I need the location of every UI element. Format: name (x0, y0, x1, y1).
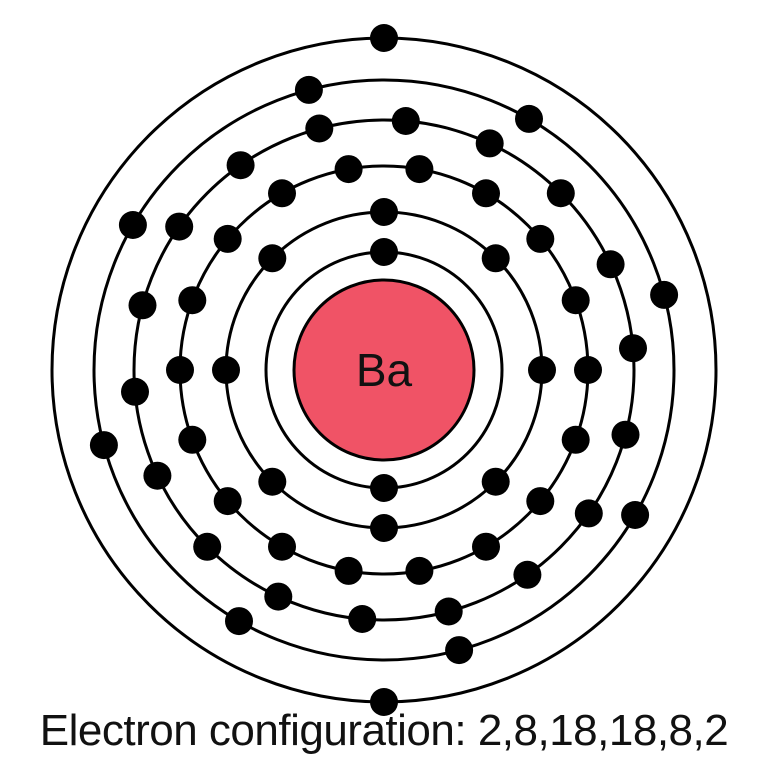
electron (334, 155, 363, 184)
electron (118, 211, 147, 239)
electron (405, 155, 434, 184)
electron-configuration-caption: Electron configuration: 2,8,18,18,8,2 (39, 706, 729, 755)
electron (268, 179, 296, 208)
element-symbol: Ba (356, 344, 413, 396)
electron (178, 286, 207, 315)
electron (370, 198, 398, 226)
electron (178, 425, 207, 454)
electron (561, 425, 590, 454)
electron (526, 487, 555, 516)
electron (650, 280, 679, 309)
electron (513, 560, 542, 589)
electron (619, 334, 647, 363)
electron (225, 607, 253, 636)
electron (596, 250, 625, 279)
electron (405, 556, 434, 585)
electron (348, 605, 377, 633)
electron (611, 420, 640, 449)
electron (526, 224, 555, 253)
orbit-shell-5 (92, 78, 676, 662)
electron (143, 461, 172, 490)
orbit-shell-4 (132, 118, 636, 622)
electron (294, 75, 323, 104)
electron (475, 129, 504, 158)
electron (391, 107, 420, 135)
electron (258, 467, 287, 496)
electron (213, 224, 242, 253)
electron (574, 499, 603, 528)
electron (128, 291, 157, 320)
electron (370, 514, 398, 542)
electron (212, 356, 240, 384)
electron (268, 532, 296, 561)
electron (528, 356, 556, 384)
electron (370, 238, 398, 266)
electron (334, 556, 363, 585)
electron (561, 286, 590, 315)
electron (472, 179, 500, 208)
electron (165, 212, 194, 241)
electron (434, 597, 463, 626)
electron (305, 114, 334, 143)
electron (370, 24, 398, 52)
electron (193, 532, 222, 561)
electron (546, 179, 575, 208)
electrons (89, 24, 679, 716)
electron (621, 501, 650, 529)
electron (445, 636, 474, 665)
electron (481, 467, 510, 496)
electron (121, 377, 149, 406)
electron (370, 474, 398, 502)
electron (213, 487, 242, 516)
nucleus (292, 278, 476, 462)
electron (481, 244, 510, 273)
electron (472, 532, 500, 561)
electron (89, 431, 118, 460)
electron (574, 356, 602, 384)
electron (264, 582, 293, 611)
electron (370, 688, 398, 716)
electron (226, 151, 255, 180)
electron (166, 356, 194, 384)
electron (258, 244, 287, 273)
electron (515, 104, 543, 133)
